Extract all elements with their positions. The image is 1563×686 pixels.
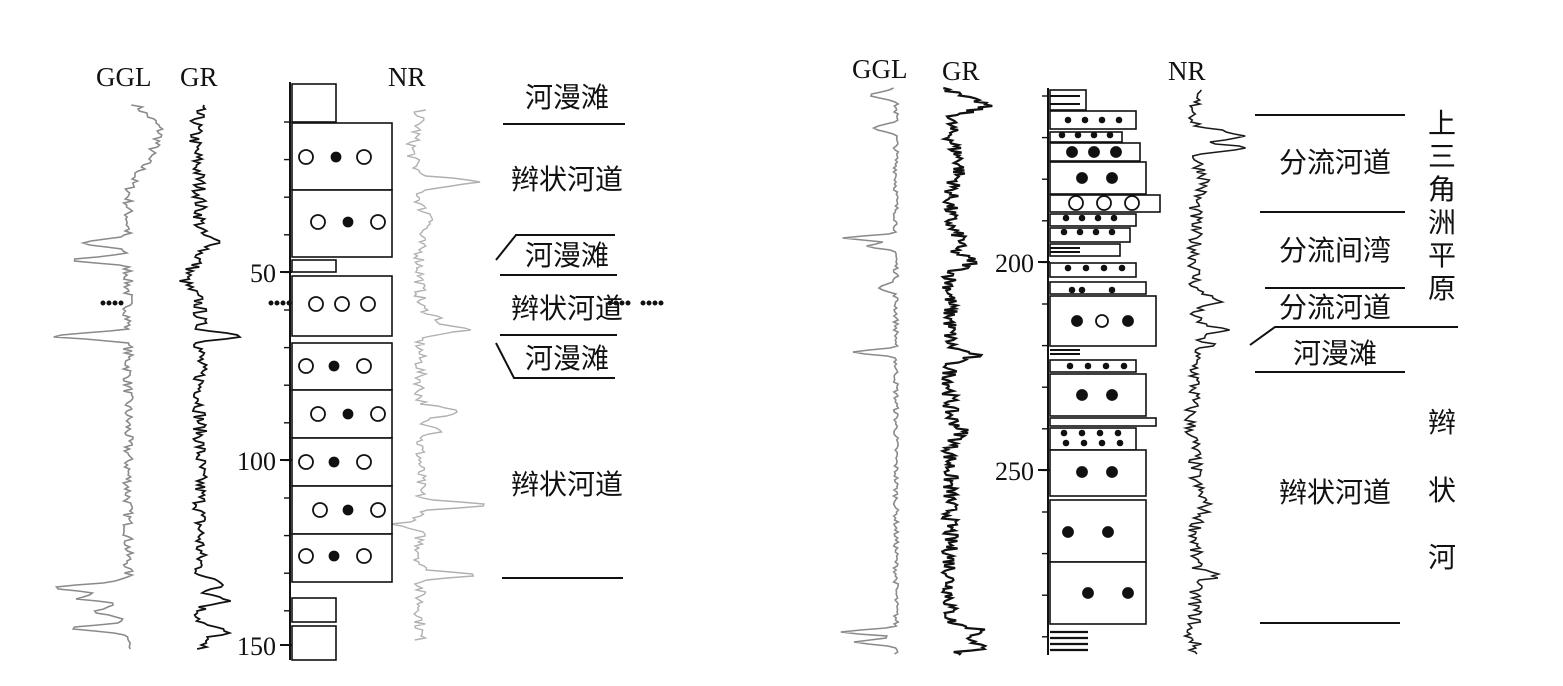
right-depth-axis: 200 250 (995, 88, 1050, 655)
left-facies-label-3: 河漫滩 (525, 239, 609, 272)
env-lower-char-1: 辫 (1428, 406, 1456, 439)
right-environment-lower: 辫 状 河 (1428, 406, 1456, 574)
left-nr-header: NR (388, 62, 426, 92)
right-nr-curve (1182, 89, 1246, 655)
env-upper-char-3: 角 (1428, 173, 1456, 206)
env-upper-char-5: 平 (1428, 239, 1456, 272)
left-facies-label-1: 河漫滩 (525, 81, 609, 114)
right-facies-label-1: 分流河道 (1279, 146, 1391, 179)
left-ggl-header: GGL (96, 62, 152, 92)
env-upper-char-2: 三 (1428, 140, 1456, 173)
right-facies-label-4: 河漫滩 (1293, 337, 1377, 370)
right-facies-label-2: 分流间湾 (1279, 234, 1391, 267)
right-depth-tick-200: 200 (995, 249, 1034, 278)
right-facies-label-3: 分流河道 (1279, 291, 1391, 324)
env-lower-char-2: 状 (1428, 474, 1456, 507)
right-depth-tick-250: 250 (995, 457, 1034, 486)
right-ggl-header: GGL (852, 54, 908, 84)
left-facies-label-4: 辫状河道 (511, 292, 623, 325)
left-depth-tick-50: 50 (250, 259, 276, 288)
right-ggl-curve (840, 87, 901, 655)
left-facies-lines (495, 123, 625, 579)
right-facies-lines (1249, 114, 1458, 624)
left-facies-label-5: 河漫滩 (525, 342, 609, 375)
left-ggl-curve (53, 104, 165, 650)
env-lower-char-3: 河 (1428, 541, 1456, 574)
left-lithology-symbols (100, 149, 664, 564)
left-panel: GGL GR NR 50 100 150 (53, 62, 664, 661)
left-facies-label-2: 辫状河道 (511, 163, 623, 196)
left-nr-curve (390, 109, 485, 641)
right-lithology-column (1049, 89, 1161, 625)
right-gr-header: GR (942, 56, 980, 86)
left-depth-axis: 50 100 150 (237, 82, 292, 661)
right-panel: GGL GR NR 200 250 (840, 54, 1458, 656)
left-gr-curve (179, 104, 242, 650)
right-gr-curve (939, 86, 993, 656)
left-depth-tick-100: 100 (237, 447, 276, 476)
left-depth-tick-150: 150 (237, 632, 276, 661)
right-nr-header: NR (1168, 56, 1206, 86)
left-gr-header: GR (180, 62, 218, 92)
env-upper-char-1: 上 (1428, 107, 1456, 140)
left-facies-label-6: 辫状河道 (511, 468, 623, 501)
right-facies-label-5: 辫状河道 (1279, 476, 1391, 509)
env-upper-char-4: 洲 (1428, 206, 1456, 239)
right-lithology-symbols (1050, 95, 1140, 652)
env-upper-char-6: 原 (1428, 272, 1456, 305)
right-environment-upper: 上 三 角 洲 平 原 (1428, 107, 1456, 305)
